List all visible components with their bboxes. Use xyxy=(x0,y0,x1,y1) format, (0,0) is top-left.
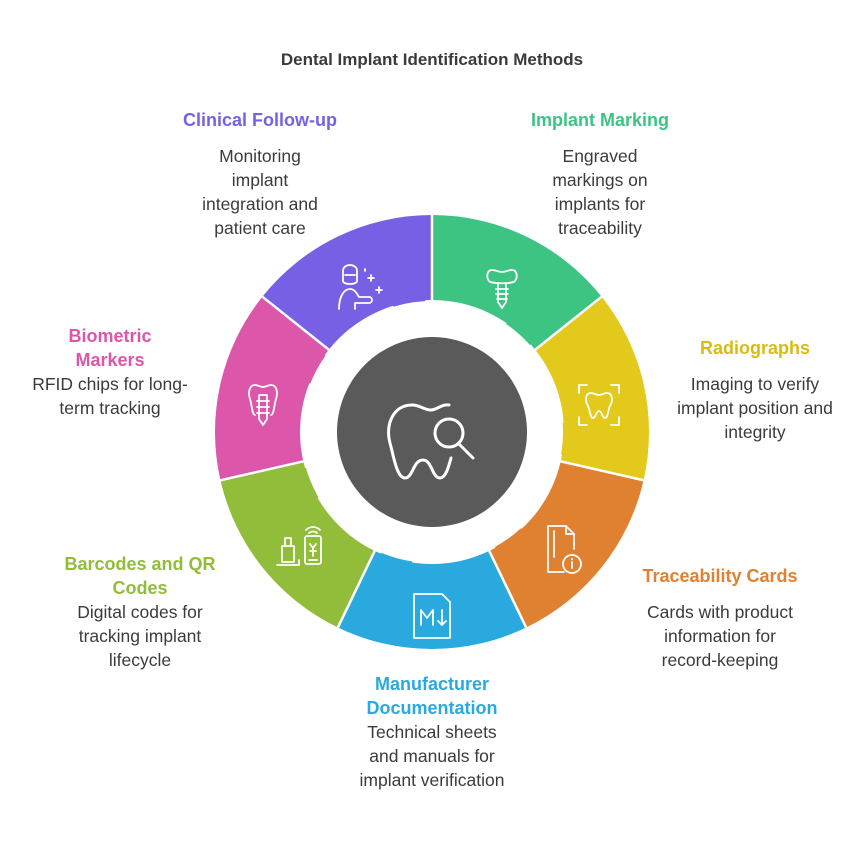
phone-scan-icon xyxy=(276,526,322,566)
label-biometric-markers: Biometric Markers RFID chips for long-te… xyxy=(20,324,200,420)
diagram-title: Dental Implant Identification Methods xyxy=(280,50,584,69)
description-biometric-markers: RFID chips for long-term tracking xyxy=(32,374,188,418)
label-manufacturer-documentation: Manufacturer Documentation Technical she… xyxy=(332,672,532,792)
file-info-icon xyxy=(547,525,582,574)
segment-divider xyxy=(218,453,333,482)
segment-clinical-follow-up xyxy=(262,215,432,350)
segment-barcodes-qr xyxy=(220,461,375,628)
label-clinical-follow-up: Clinical Follow-up Monitoring implant in… xyxy=(160,108,360,240)
center-hub xyxy=(337,337,527,527)
markdown-download-icon xyxy=(413,593,451,639)
description-radiographs: Imaging to verify implant position and i… xyxy=(677,374,833,442)
label-radiographs: Radiographs Imaging to verify implant po… xyxy=(660,336,850,444)
segment-divider xyxy=(531,453,646,482)
heading-radiographs: Radiographs xyxy=(699,338,810,358)
segment-divider xyxy=(335,523,389,630)
heading-barcodes-qr: Barcodes and QR Codes xyxy=(64,554,216,598)
description-manufacturer-documentation: Technical sheets and manuals for implant… xyxy=(359,722,505,790)
tooth-scan-icon xyxy=(578,384,620,426)
segment-divider xyxy=(510,294,605,370)
segment-icons xyxy=(248,264,620,639)
segment-traceability-cards xyxy=(489,461,644,628)
description-traceability-cards: Cards with product information for recor… xyxy=(647,602,793,670)
heading-implant-marking: Implant Marking xyxy=(530,110,669,130)
segment-biometric-markers xyxy=(215,296,329,481)
label-implant-marking: Implant Marking Engraved markings on imp… xyxy=(500,108,700,240)
heading-traceability-cards: Traceability Cards xyxy=(642,566,798,586)
tooth-implant-icon xyxy=(486,269,518,309)
description-clinical-follow-up: Monitoring implant integration and patie… xyxy=(202,146,318,238)
segment-implant-marking xyxy=(432,215,602,350)
center-disc xyxy=(337,337,527,527)
tooth-implant-icon xyxy=(248,384,278,426)
description-implant-marking: Engraved markings on implants for tracea… xyxy=(552,146,648,238)
tooth-search-icon xyxy=(387,403,475,480)
segment-divider xyxy=(259,294,354,370)
heading-clinical-follow-up: Clinical Follow-up xyxy=(183,110,337,130)
segment-manufacturer-documentation xyxy=(337,550,527,649)
dentist-icon xyxy=(338,264,383,310)
segment-divider xyxy=(475,523,529,630)
heading-biometric-markers: Biometric Markers xyxy=(68,326,152,370)
heading-manufacturer-documentation: Manufacturer Documentation xyxy=(366,674,498,718)
description-barcodes-qr: Digital codes for tracking implant lifec… xyxy=(77,602,203,670)
wheel-segments xyxy=(215,213,649,649)
label-barcodes-qr: Barcodes and QR Codes Digital codes for … xyxy=(50,552,230,672)
label-traceability-cards: Traceability Cards Cards with product in… xyxy=(620,564,820,672)
segment-radiographs xyxy=(535,296,649,481)
